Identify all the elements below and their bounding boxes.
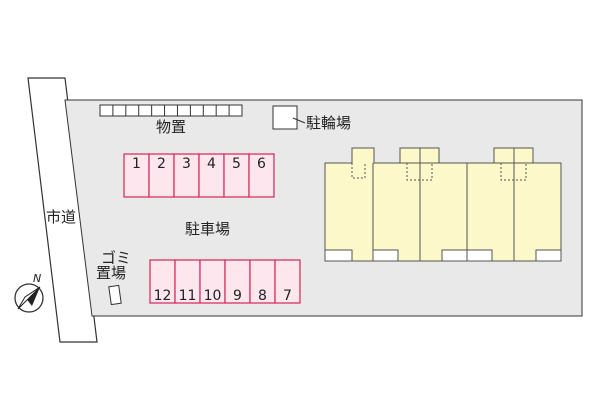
parking-space <box>248 153 275 198</box>
parking-space <box>249 259 276 304</box>
road <box>27 77 98 343</box>
road-label: 市道 <box>46 208 76 226</box>
parking-label: 駐車場 <box>185 220 230 238</box>
bicycle-parking-leader <box>292 117 306 124</box>
storage-shed <box>99 104 243 117</box>
parking-space-number: 12 <box>154 288 172 304</box>
parking-space-number: 3 <box>182 156 191 172</box>
parking-space-number: 7 <box>283 288 292 304</box>
parking-space-number: 1 <box>132 156 141 172</box>
parking-space-number: 4 <box>207 156 216 172</box>
bicycle-parking-label: 駐輪場 <box>306 114 351 132</box>
parking-space-number: 6 <box>257 156 266 172</box>
parking-space-number: 2 <box>157 156 166 172</box>
parking-space <box>148 153 175 198</box>
parking-space <box>173 153 200 198</box>
parking-space <box>199 259 226 304</box>
apartment-building <box>324 147 562 262</box>
parking-space-number: 8 <box>258 288 267 304</box>
parking-space <box>123 153 150 198</box>
parking-space <box>198 153 225 198</box>
garbage-label-line1: ゴミ <box>101 249 131 267</box>
parking-space-number: 11 <box>179 288 197 304</box>
garbage-label-line2: 置場 <box>96 264 126 282</box>
north-arrow-icon <box>14 283 44 313</box>
garbage-box <box>108 284 122 306</box>
parking-space-number: 9 <box>233 288 242 304</box>
parking-space-number: 10 <box>204 288 222 304</box>
bicycle-parking-box <box>272 105 298 130</box>
north-label: N <box>33 272 41 285</box>
storage-label: 物置 <box>156 118 186 136</box>
parking-space <box>274 259 301 304</box>
parking-space-number: 5 <box>232 156 241 172</box>
parking-space <box>149 259 176 304</box>
